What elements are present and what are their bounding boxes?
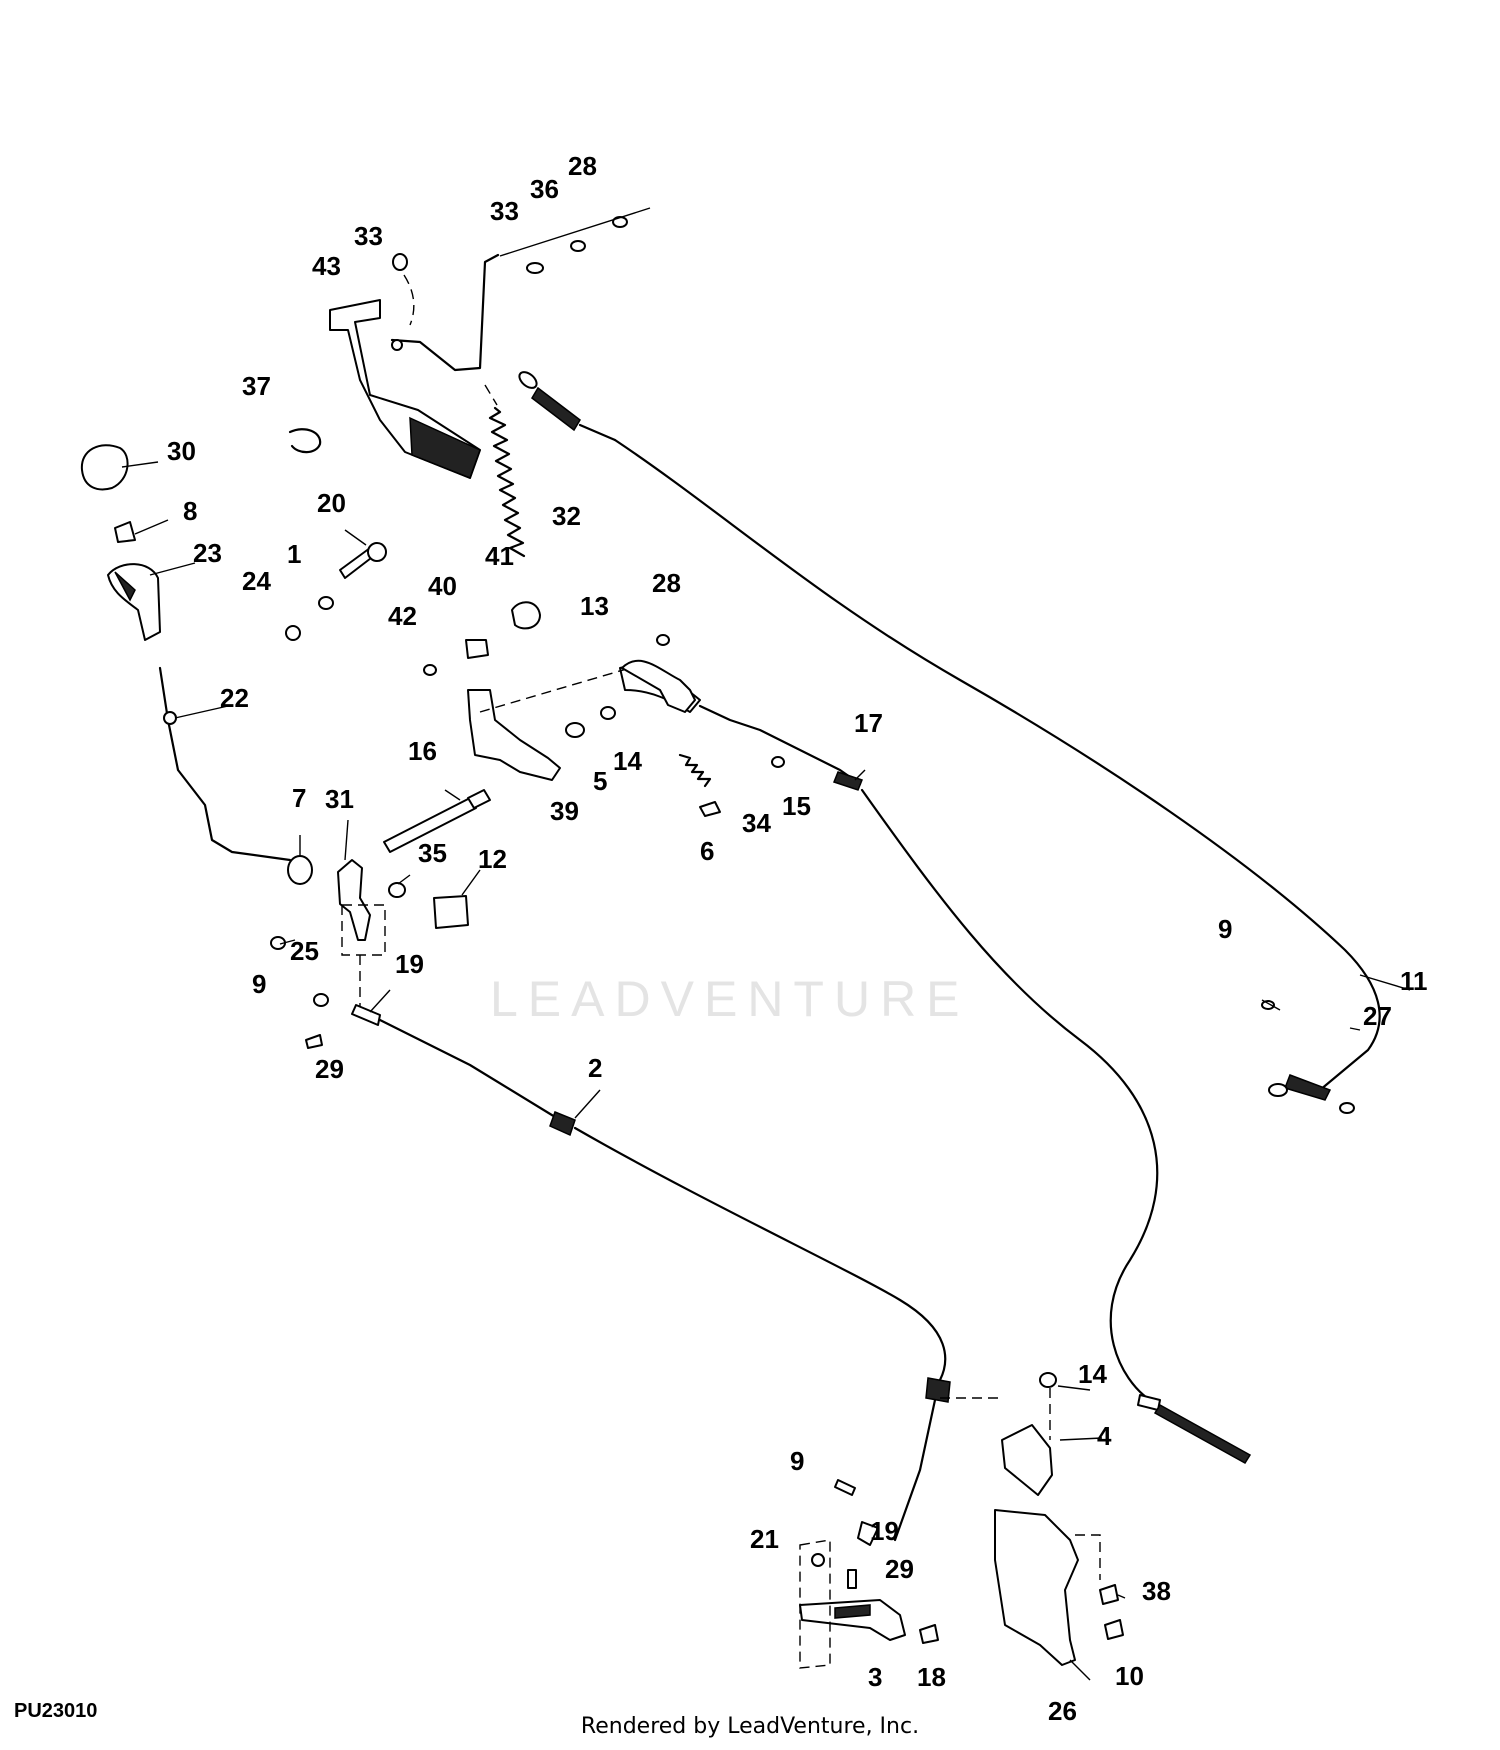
leader-lines (121, 461, 1411, 1681)
cable-2 (305, 993, 951, 1542)
callout-25: 25 (290, 936, 319, 966)
callout-10: 10 (1115, 1661, 1144, 1691)
callout-35: 35 (418, 838, 447, 868)
callout-3: 3 (868, 1662, 882, 1692)
watermark: LEADVENTURE (490, 971, 970, 1027)
callout-9c: 9 (790, 1446, 804, 1476)
callout-31: 31 (325, 784, 354, 814)
switch-12 (433, 895, 469, 929)
callout-28b: 28 (652, 568, 681, 598)
callout-33b: 33 (490, 196, 519, 226)
callout-20: 20 (317, 488, 346, 518)
callout-29a: 29 (315, 1054, 344, 1084)
callout-23: 23 (193, 538, 222, 568)
callout-19b: 19 (870, 1516, 899, 1546)
cable-11 (518, 371, 1381, 1114)
bracket-39 (423, 601, 631, 781)
bracket-26 (940, 1372, 1124, 1666)
callout-16: 16 (408, 736, 437, 766)
callout-15: 15 (782, 791, 811, 821)
rod-16 (383, 789, 491, 853)
callout-26: 26 (1048, 1696, 1077, 1726)
callout-41: 41 (485, 541, 514, 571)
callout-21: 21 (750, 1524, 779, 1554)
callout-6: 6 (700, 836, 714, 866)
figure-id: PU23010 (14, 1700, 98, 1722)
callout-32: 32 (552, 501, 581, 531)
callout-9a: 9 (252, 969, 266, 999)
callout-7: 7 (292, 783, 306, 813)
callout-28a: 28 (568, 151, 597, 181)
pedal-assembly (329, 253, 500, 479)
spring-32 (484, 384, 526, 558)
lever-3 (799, 1479, 939, 1669)
callout-40: 40 (428, 571, 457, 601)
callout-39: 39 (550, 796, 579, 826)
callout-36: 36 (530, 174, 559, 204)
arm-13 (621, 659, 696, 713)
callout-19a: 19 (395, 949, 424, 979)
nut-28b (656, 634, 670, 646)
callout-34: 34 (742, 808, 771, 838)
cable-17 (619, 665, 1252, 1465)
callout-22: 22 (220, 683, 249, 713)
spring-34-group (678, 753, 785, 817)
callout-30: 30 (167, 436, 196, 466)
bracket-31 (337, 859, 406, 1010)
callout-8: 8 (183, 496, 197, 526)
callout-2: 2 (588, 1053, 602, 1083)
callout-11: 11 (1400, 966, 1428, 996)
callout-5: 5 (593, 766, 607, 796)
callout-4: 4 (1097, 1421, 1112, 1451)
callout-42: 42 (388, 601, 417, 631)
small-hardware (285, 428, 387, 641)
callout-1: 1 (287, 539, 301, 569)
shift-lever (80, 444, 313, 950)
footer-credit: Rendered by LeadVenture, Inc. (580, 1714, 920, 1739)
callout-labels: 1 2 3 4 5 6 7 8 9 9 9 10 11 12 13 14 14 … (167, 151, 1428, 1726)
callout-17: 17 (854, 708, 883, 738)
callout-18: 18 (917, 1662, 946, 1692)
callout-9b: 9 (1218, 914, 1232, 944)
callout-38: 38 (1142, 1576, 1171, 1606)
callout-14b: 14 (1078, 1359, 1107, 1389)
washer-5 (565, 722, 585, 738)
callout-37: 37 (242, 371, 271, 401)
callout-12: 12 (478, 844, 507, 874)
callout-27: 27 (1363, 1001, 1392, 1031)
upper-hardware (392, 207, 651, 326)
callout-33a: 33 (354, 221, 383, 251)
callout-29b: 29 (885, 1554, 914, 1584)
callout-14a: 14 (613, 746, 642, 776)
callout-13: 13 (580, 591, 609, 621)
callout-43: 43 (312, 251, 341, 281)
nut-14a (600, 706, 616, 720)
callout-24: 24 (242, 566, 271, 596)
